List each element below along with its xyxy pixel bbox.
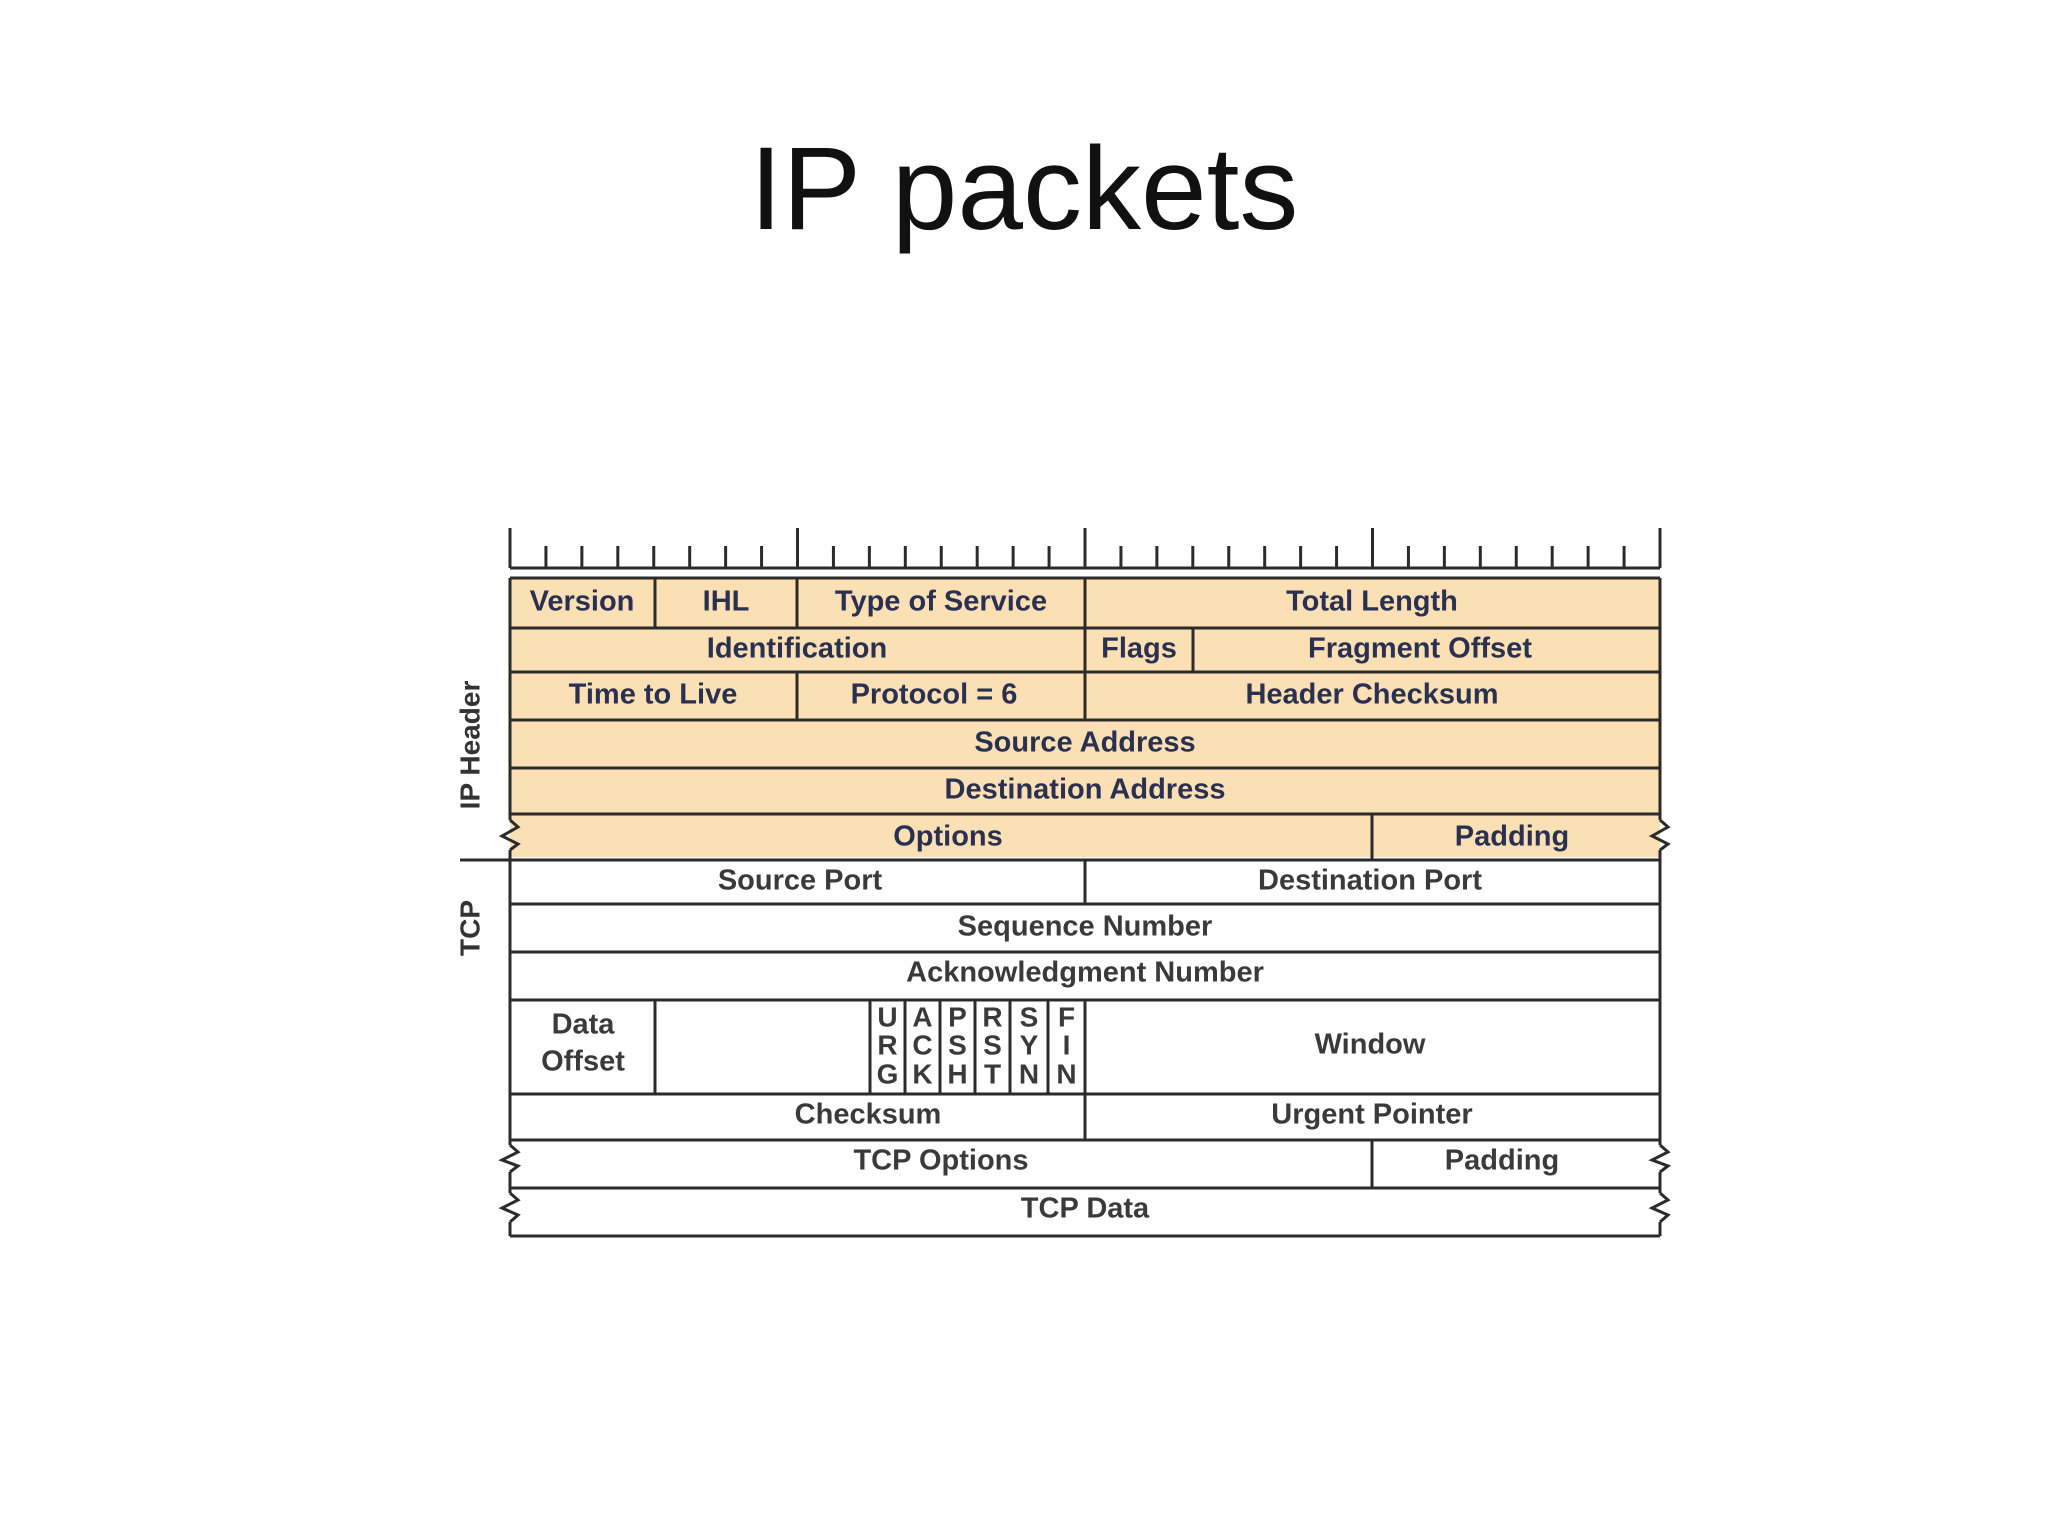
tcp-flag-letter: S	[1020, 1001, 1039, 1032]
tcp-flag-letter: S	[948, 1029, 967, 1060]
identification-field: Identification	[707, 633, 887, 665]
tcp-data-field: TCP Data	[1021, 1193, 1150, 1225]
source-port-field: Source Port	[718, 865, 883, 897]
tcp-flag-letter: K	[912, 1058, 932, 1089]
destination-address-field: Destination Address	[945, 774, 1226, 806]
data-offset-label-line2: Offset	[541, 1046, 625, 1078]
data-offset-label-line1: Data	[552, 1009, 616, 1041]
tcp-flag-letter: N	[1019, 1058, 1039, 1089]
type-of-service-field: Type of Service	[835, 586, 1047, 618]
ip-header-side-label: IP Header	[454, 681, 485, 810]
destination-port-field: Destination Port	[1258, 865, 1482, 897]
protocol-field: Protocol = 6	[851, 679, 1018, 711]
tcp-side-label: TCP	[454, 900, 485, 956]
table-grid	[460, 576, 1662, 1238]
window-field: Window	[1315, 1029, 1426, 1061]
tcp-padding-field: Padding	[1445, 1145, 1559, 1177]
ip-options-field: Options	[893, 821, 1003, 853]
tcp-flag-letter: T	[984, 1058, 1001, 1089]
ihl-field: IHL	[703, 586, 750, 618]
tcp-flag-letter: H	[947, 1058, 967, 1089]
break-marks	[498, 818, 1672, 1224]
acknowledgment-number-field: Acknowledgment Number	[906, 957, 1264, 989]
tcp-flag-letter: I	[1063, 1029, 1071, 1060]
tcp-flag-letter: Y	[1020, 1029, 1039, 1060]
version-field: Version	[530, 586, 635, 618]
tcp-flag-letter: A	[912, 1001, 932, 1032]
tcp-flag-letter: U	[877, 1001, 897, 1032]
zigzag-right-options	[1648, 818, 1671, 852]
tcp-flag-letter: F	[1058, 1001, 1075, 1032]
zigzag-left-tcp-data	[498, 1191, 521, 1224]
urgent-pointer-field: Urgent Pointer	[1271, 1099, 1472, 1131]
sequence-number-field: Sequence Number	[958, 911, 1213, 943]
source-address-field: Source Address	[974, 727, 1195, 759]
flags-field: Flags	[1101, 633, 1177, 665]
tcp-flag-letter: N	[1056, 1058, 1076, 1089]
total-length-field: Total Length	[1286, 586, 1458, 618]
bit-ruler	[508, 528, 1662, 570]
slide-title: IP packets	[749, 123, 1299, 255]
ip-padding-field: Padding	[1455, 821, 1569, 853]
zigzag-right-tcp-options	[1648, 1143, 1672, 1174]
tcp-checksum-field: Checksum	[795, 1099, 942, 1131]
fragment-offset-field: Fragment Offset	[1308, 633, 1532, 665]
time-to-live-field: Time to Live	[569, 679, 738, 711]
tcp-flag-letter: G	[877, 1058, 899, 1089]
header-checksum-field: Header Checksum	[1245, 679, 1498, 711]
zigzag-left-options	[498, 818, 521, 852]
tcp-options-field: TCP Options	[853, 1145, 1028, 1177]
tcp-flag-letter: P	[948, 1001, 967, 1032]
tcp-flag-letter: R	[982, 1001, 1002, 1032]
zigzag-right-tcp-data	[1648, 1191, 1671, 1224]
zigzag-left-tcp-options	[498, 1143, 522, 1174]
tcp-flag-letter: S	[983, 1029, 1002, 1060]
tcp-flag-letter: R	[877, 1029, 897, 1060]
tcp-flag-letter: C	[912, 1029, 932, 1060]
